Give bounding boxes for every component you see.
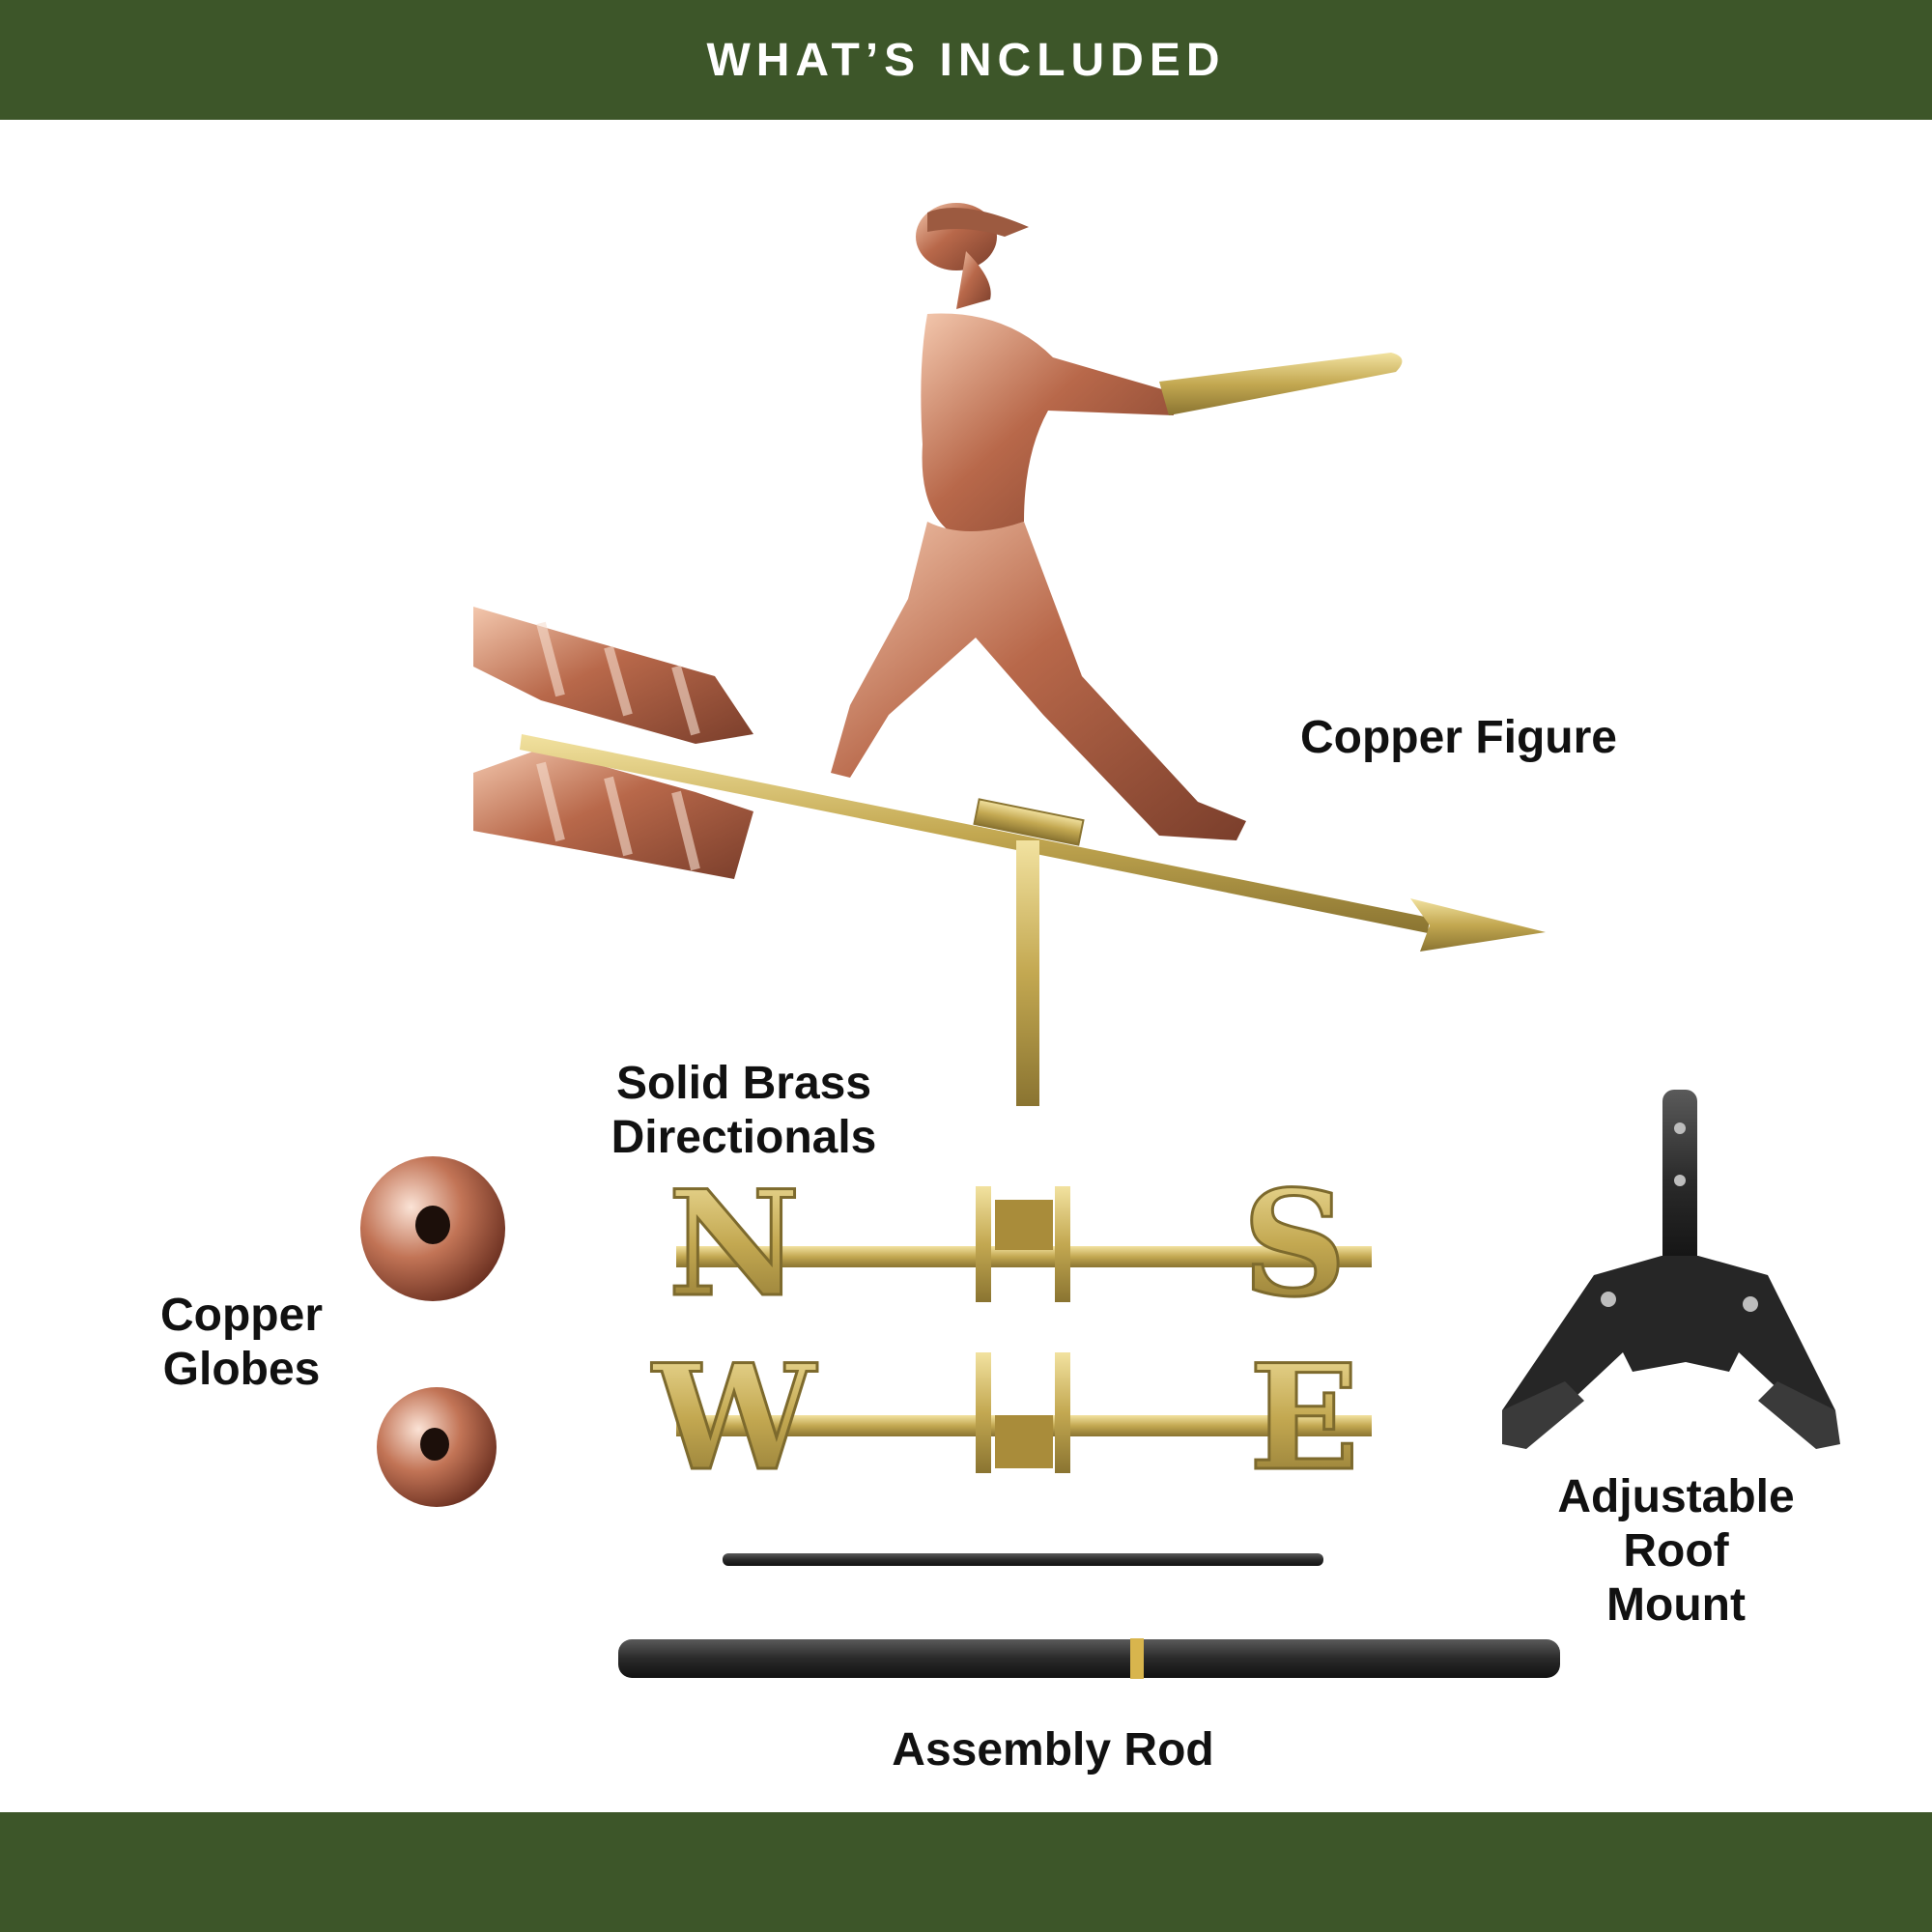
directional-letter-e: E [1249, 1333, 1359, 1503]
label-assembly-rod: Assembly Rod [892, 1724, 1214, 1776]
label-globes-line-1: Copper [160, 1290, 323, 1341]
label-mount-line-2: Roof [1623, 1525, 1729, 1577]
label-brass-line-1: Solid Brass [615, 1058, 872, 1109]
adjustable-roof-mount [1502, 1090, 1840, 1449]
assembly-rod [618, 1638, 1560, 1679]
label-globes-line-2: Globes [162, 1344, 321, 1395]
footer-band [0, 1812, 1932, 1932]
label-roof-mount: Adjustable Roof Mount [1536, 1470, 1816, 1633]
page-title: WHAT’S INCLUDED [706, 34, 1226, 86]
directional-letter-w: W [651, 1333, 818, 1503]
thin-threaded-rod [723, 1553, 1323, 1566]
label-brass-directionals: Solid Brass Directionals [599, 1057, 889, 1165]
copper-globe-large [360, 1156, 505, 1301]
label-copper-figure: Copper Figure [1299, 712, 1617, 763]
directional-we: W E [649, 1332, 1372, 1505]
label-mount-line-3: Mount [1606, 1579, 1746, 1631]
copper-globe-small [377, 1387, 497, 1507]
label-copper-globes: Copper Globes [135, 1289, 348, 1397]
directional-letter-n: N [668, 1159, 800, 1329]
baseball-player-figure [831, 203, 1403, 840]
arrow-fletching [473, 607, 753, 879]
label-brass-line-2: Directionals [611, 1112, 877, 1163]
directional-ns: N S [667, 1158, 1372, 1331]
label-mount-line-1: Adjustable [1557, 1471, 1795, 1522]
directional-letter-s: S [1242, 1159, 1347, 1329]
header-band [0, 0, 1932, 120]
arrow-shaft [520, 734, 1546, 1106]
